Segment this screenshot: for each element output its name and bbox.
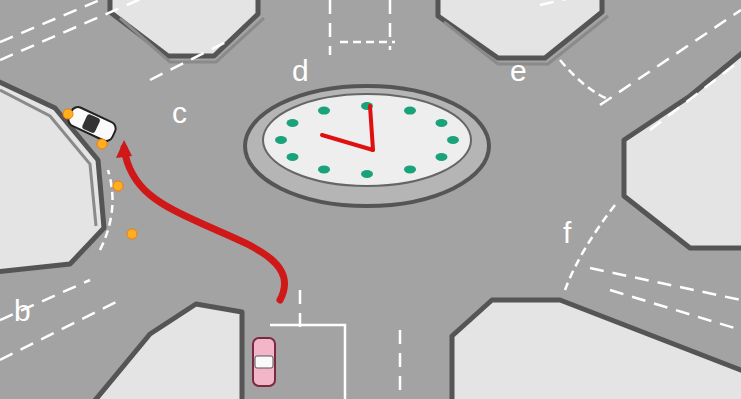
curb-shadow	[0, 16, 608, 226]
path-tip	[116, 140, 132, 158]
clock-dot	[435, 119, 447, 127]
clock-dot	[318, 107, 330, 115]
clock-dot	[287, 153, 299, 161]
pink-car	[253, 338, 275, 386]
road-letter: f	[563, 218, 571, 248]
clock-hands	[322, 106, 373, 150]
give-way-lines	[100, 42, 615, 399]
clock-dot	[404, 107, 416, 115]
clock-dot	[318, 165, 330, 173]
road-letter: b	[14, 296, 31, 326]
clock-dot	[287, 119, 299, 127]
white-car	[66, 105, 118, 143]
road-letter: d	[292, 56, 309, 86]
clock-dot	[404, 165, 416, 173]
clock-dot	[275, 136, 287, 144]
clock-dots	[275, 102, 459, 178]
vehicle-path	[124, 148, 285, 300]
clock-dot	[361, 170, 373, 178]
road-letter: e	[510, 56, 527, 86]
clock-dot	[447, 136, 459, 144]
clock-face	[263, 94, 471, 186]
roundabout-island	[245, 86, 489, 206]
indicator-flashes	[63, 109, 137, 239]
road-letter: c	[172, 98, 187, 128]
clock-dot	[435, 153, 447, 161]
